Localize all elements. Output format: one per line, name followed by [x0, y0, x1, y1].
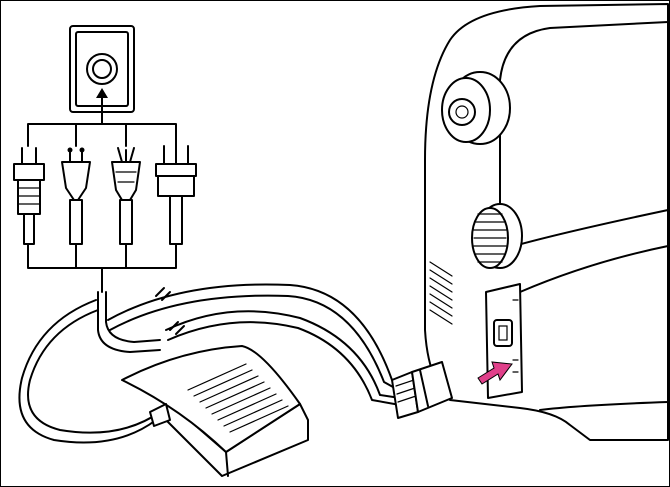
- insert-arrow-icon: [477, 361, 513, 385]
- sewing-machine: [424, 3, 669, 441]
- power-cords: [18, 283, 403, 444]
- vent-grille: [429, 261, 453, 325]
- handwheel: [441, 71, 511, 145]
- plug-type-g-icon: [155, 145, 197, 245]
- wall-outlet-icon: [69, 25, 135, 125]
- foot-controller-icon: [121, 345, 309, 477]
- machine-socket-icon: [485, 283, 523, 399]
- plug-type-c-icon: [61, 147, 91, 245]
- plug-type-i-icon: [111, 147, 141, 245]
- plug-type-a-icon: [13, 147, 45, 245]
- plug-bracket: [27, 123, 177, 293]
- machine-connector: [391, 361, 453, 419]
- speed-dial: [471, 203, 523, 269]
